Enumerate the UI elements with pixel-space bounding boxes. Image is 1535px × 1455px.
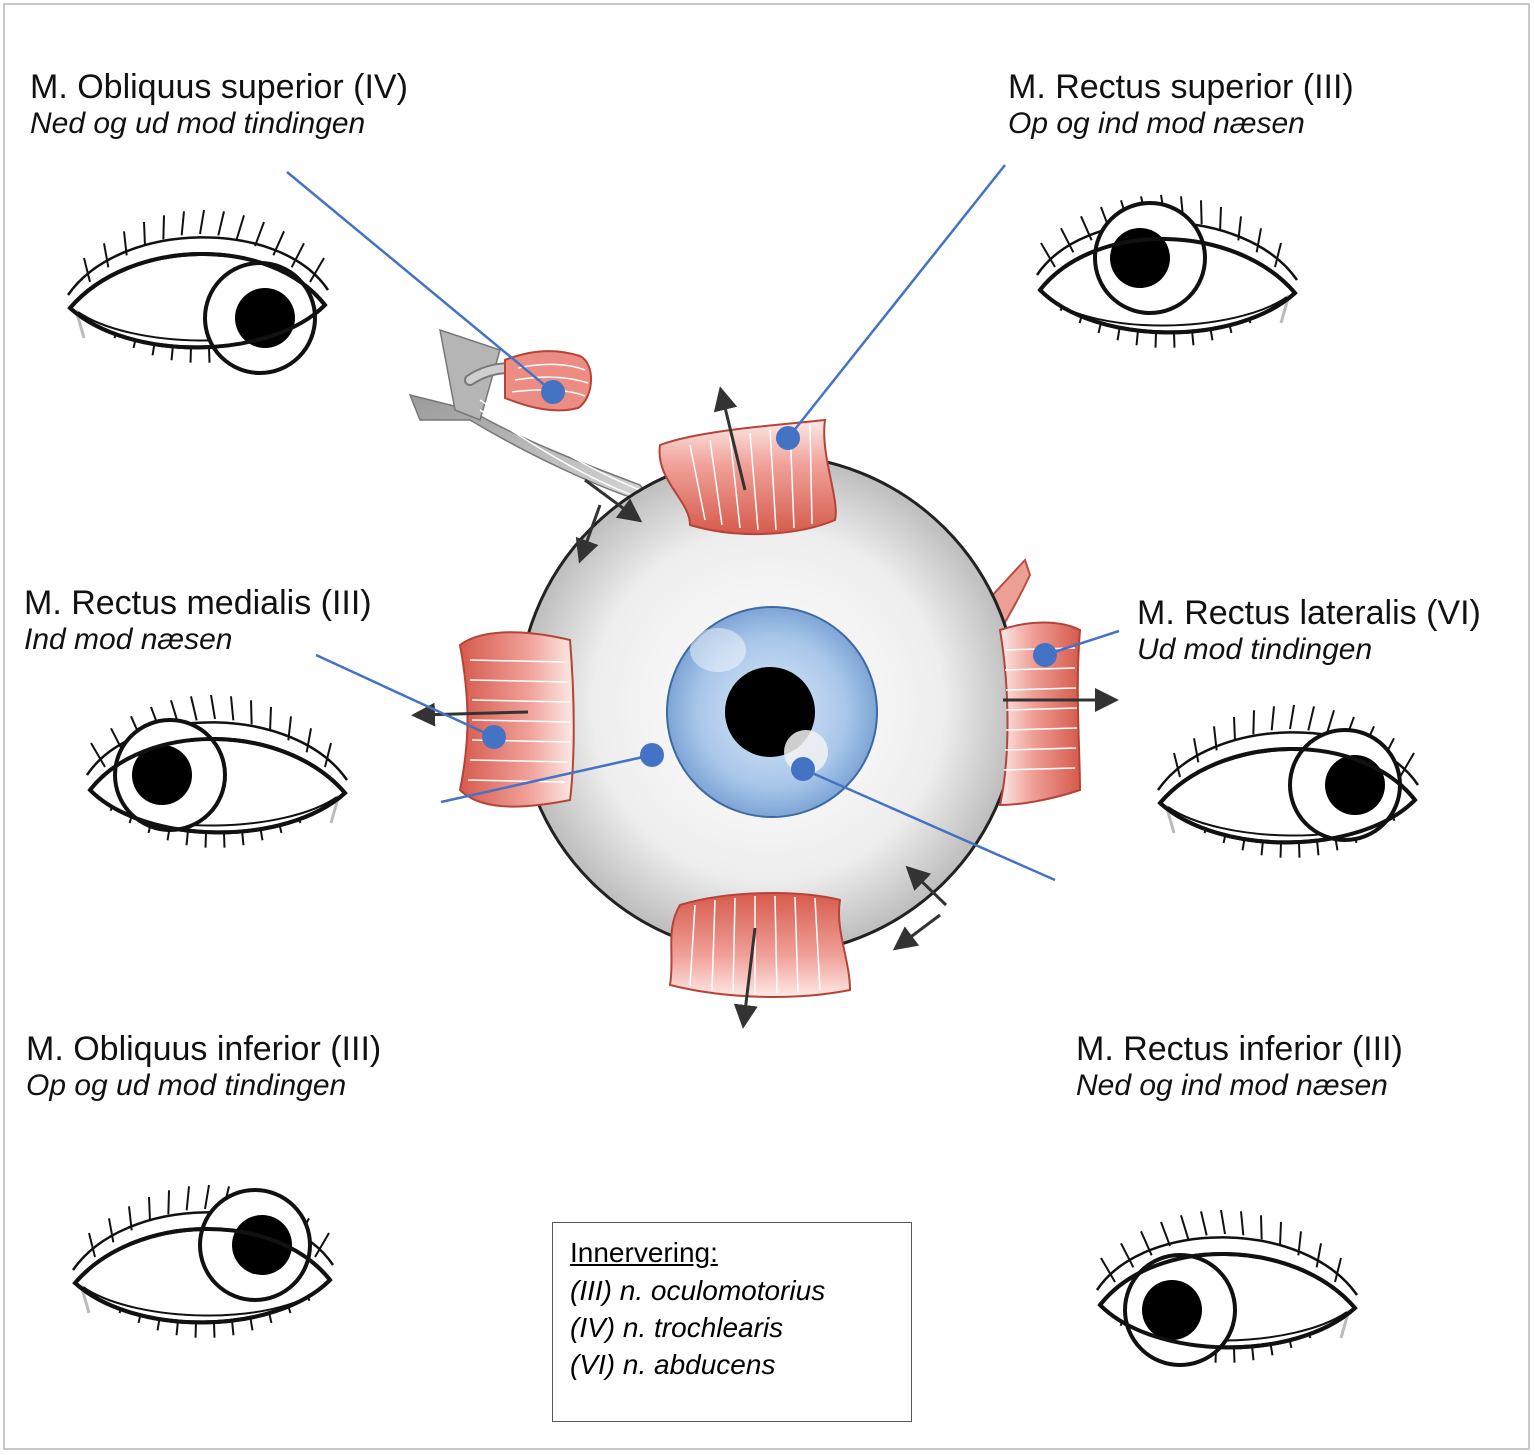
muscle-name: M. Obliquus inferior (III) [26, 1030, 381, 1069]
gaze-eye-up-out [65, 1175, 345, 1338]
muscle-name: M. Rectus superior (III) [1008, 68, 1354, 107]
gaze-eye-down-out [60, 200, 340, 373]
muscle-action: Ind mod næsen [24, 623, 372, 658]
gaze-eye-down-in [1085, 1200, 1365, 1365]
muscle-name: M. Rectus medialis (III) [24, 584, 372, 623]
legend-entry: (VI) n. abducens [570, 1349, 911, 1381]
muscle-action: Ned og ind mod næsen [1076, 1069, 1403, 1104]
label-rectus-lateralis: M. Rectus lateralis (VI) Ud mod tindinge… [1137, 594, 1481, 668]
muscle-name: M. Rectus lateralis (VI) [1137, 594, 1481, 633]
innervation-legend: Innervering: (III) n. oculomotorius (IV)… [552, 1222, 912, 1422]
muscle-name: M. Rectus inferior (III) [1076, 1030, 1403, 1069]
label-rectus-inferior: M. Rectus inferior (III) Ned og ind mod … [1076, 1030, 1403, 1104]
legend-entry: (IV) n. trochlearis [570, 1312, 911, 1344]
gaze-eye-in [75, 685, 355, 848]
muscle-action: Ud mod tindingen [1137, 633, 1481, 668]
label-obliquus-superior: M. Obliquus superior (IV) Ned og ud mod … [30, 68, 408, 142]
label-rectus-medialis: M. Rectus medialis (III) Ind mod næsen [24, 584, 372, 658]
gaze-pupil [1142, 1280, 1202, 1340]
muscle-action: Op og ind mod næsen [1008, 107, 1354, 142]
muscle-action: Op og ud mod tindingen [26, 1069, 381, 1104]
label-obliquus-inferior: M. Obliquus inferior (III) Op og ud mod … [26, 1030, 381, 1104]
label-rectus-superior: M. Rectus superior (III) Op og ind mod n… [1008, 68, 1354, 142]
muscle-action: Ned og ud mod tindingen [30, 107, 408, 142]
legend-title: Innervering: [570, 1237, 911, 1269]
legend-entry: (III) n. oculomotorius [570, 1275, 911, 1307]
muscle-name: M. Obliquus superior (IV) [30, 68, 408, 107]
gaze-eye-up-in [1025, 185, 1305, 348]
gaze-eye-out [1150, 695, 1430, 858]
